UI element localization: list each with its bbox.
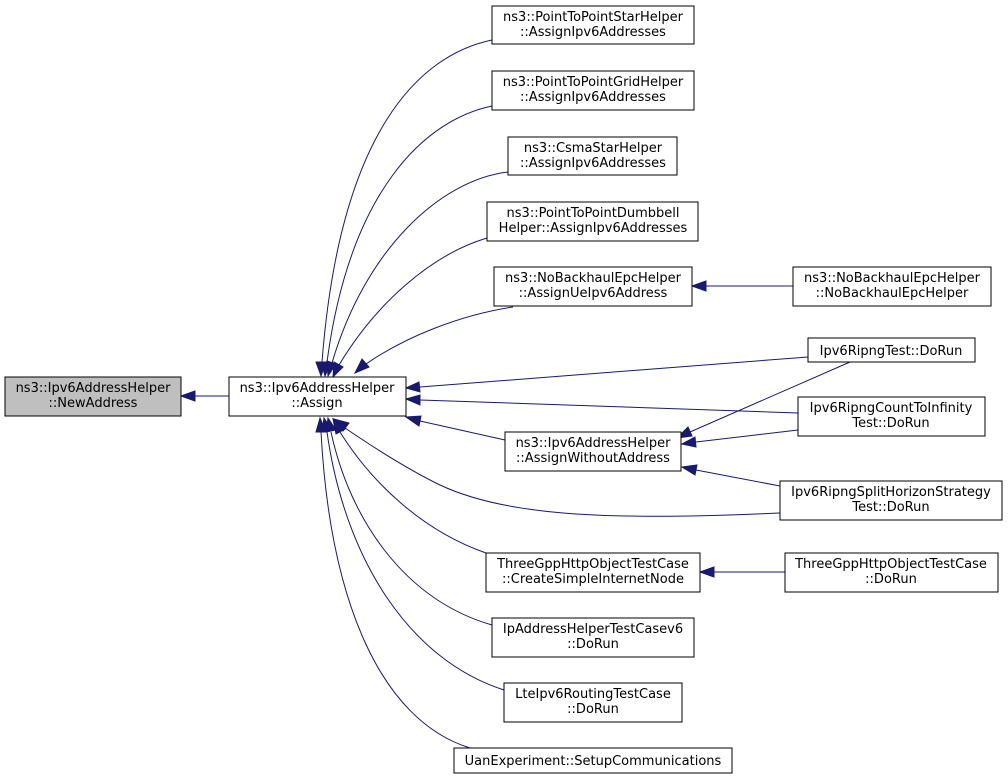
svg-text:ns3::PointToPointGridHelper: ns3::PointToPointGridHelper bbox=[503, 75, 684, 90]
svg-text:Ipv6RipngTest::DoRun: Ipv6RipngTest::DoRun bbox=[820, 344, 963, 359]
svg-text:UanExperiment::SetupCommunicat: UanExperiment::SetupCommunications bbox=[465, 754, 722, 769]
node-csmastar-assignipv6[interactable]: ns3::CsmaStarHelper ::AssignIpv6Addresse… bbox=[507, 136, 678, 176]
node-http-dorun[interactable]: ThreeGppHttpObjectTestCase ::DoRun bbox=[784, 552, 999, 593]
svg-text:ns3::NoBackhaulEpcHelper: ns3::NoBackhaulEpcHelper bbox=[804, 271, 981, 286]
edge-nobackhaul-to-assign bbox=[353, 306, 514, 374]
svg-text:ThreeGppHttpObjectTestCase: ThreeGppHttpObjectTestCase bbox=[794, 557, 987, 572]
svg-text:ns3::NoBackhaulEpcHelper: ns3::NoBackhaulEpcHelper bbox=[505, 271, 682, 286]
svg-text:::AssignUeIpv6Address: ::AssignUeIpv6Address bbox=[519, 286, 668, 301]
node-assignwithout[interactable]: ns3::Ipv6AddressHelper ::AssignWithoutAd… bbox=[504, 431, 682, 472]
edge-uan-to-assign bbox=[315, 416, 471, 749]
node-ripngtest-dorun[interactable]: Ipv6RipngTest::DoRun bbox=[807, 337, 976, 363]
node-p2pgrid-assignipv6[interactable]: ns3::PointToPointGridHelper ::AssignIpv6… bbox=[491, 70, 695, 111]
edge-csmastar-to-assign bbox=[326, 171, 509, 378]
node-ripngsplit-dorun[interactable]: Ipv6RipngSplitHorizonStrategy Test::DoRu… bbox=[779, 480, 1003, 521]
node-assign[interactable]: ns3::Ipv6AddressHelper ::Assign bbox=[228, 376, 407, 417]
edge-lterouting-to-assign bbox=[321, 416, 505, 691]
node-p2pdumbbell-assignipv6[interactable]: ns3::PointToPointDumbbell Helper::Assign… bbox=[486, 201, 699, 242]
svg-text:::AssignIpv6Addresses: ::AssignIpv6Addresses bbox=[520, 25, 666, 40]
svg-text:::AssignIpv6Addresses: ::AssignIpv6Addresses bbox=[520, 156, 666, 171]
node-http-createnode[interactable]: ThreeGppHttpObjectTestCase ::CreateSimpl… bbox=[485, 552, 701, 593]
edge-httpdorun-to-httpcreate bbox=[698, 566, 785, 578]
svg-text:ns3::Ipv6AddressHelper: ns3::Ipv6AddressHelper bbox=[240, 381, 396, 396]
svg-text:ns3::Ipv6AddressHelper: ns3::Ipv6AddressHelper bbox=[16, 381, 172, 396]
edge-ripngcti-to-assign bbox=[404, 394, 799, 414]
svg-text:::DoRun: ::DoRun bbox=[567, 702, 619, 717]
node-ripngcti-dorun[interactable]: Ipv6RipngCountToInfinity Test::DoRun bbox=[797, 396, 986, 437]
edge-httpcreate-to-assign bbox=[332, 417, 487, 554]
edge-p2pdumbbell-to-assign bbox=[332, 237, 488, 379]
svg-text:ThreeGppHttpObjectTestCase: ThreeGppHttpObjectTestCase bbox=[496, 557, 689, 572]
svg-text:::CreateSimpleInternetNode: ::CreateSimpleInternetNode bbox=[502, 572, 684, 587]
svg-text:::NewAddress: ::NewAddress bbox=[49, 396, 138, 411]
svg-text:ns3::PointToPointStarHelper: ns3::PointToPointStarHelper bbox=[503, 10, 684, 25]
node-nobackhaul-assignue[interactable]: ns3::NoBackhaulEpcHelper ::AssignUeIpv6A… bbox=[493, 266, 693, 307]
svg-text:::Assign: ::Assign bbox=[291, 396, 342, 411]
svg-text:ns3::Ipv6AddressHelper: ns3::Ipv6AddressHelper bbox=[516, 436, 672, 451]
svg-text:LteIpv6RoutingTestCase: LteIpv6RoutingTestCase bbox=[515, 687, 671, 702]
node-newaddress[interactable]: ns3::Ipv6AddressHelper ::NewAddress bbox=[4, 376, 182, 417]
node-ipaddrv6-dorun[interactable]: IpAddressHelperTestCasev6 ::DoRun bbox=[491, 617, 695, 658]
svg-text:::AssignWithoutAddress: ::AssignWithoutAddress bbox=[516, 451, 670, 466]
svg-text:::DoRun: ::DoRun bbox=[865, 572, 917, 587]
svg-text:ns3::PointToPointDumbbell: ns3::PointToPointDumbbell bbox=[507, 206, 680, 221]
node-p2pstar-assignipv6[interactable]: ns3::PointToPointStarHelper ::AssignIpv6… bbox=[491, 5, 695, 45]
node-nobackhaul-ctor[interactable]: ns3::NoBackhaulEpcHelper ::NoBackhaulEpc… bbox=[792, 266, 992, 307]
edge-p2pstar-to-assign bbox=[315, 39, 493, 378]
edge-assignwithout-to-assign bbox=[404, 415, 506, 441]
svg-text:Ipv6RipngCountToInfinity: Ipv6RipngCountToInfinity bbox=[810, 401, 973, 416]
node-lterouting-dorun[interactable]: LteIpv6RoutingTestCase ::DoRun bbox=[503, 682, 683, 723]
svg-text:::NoBackhaulEpcHelper: ::NoBackhaulEpcHelper bbox=[816, 286, 969, 301]
svg-text:Helper::AssignIpv6Addresses: Helper::AssignIpv6Addresses bbox=[499, 221, 688, 236]
svg-text:Test::DoRun: Test::DoRun bbox=[851, 416, 929, 431]
edge-ripngcti-to-assignwithout bbox=[680, 429, 799, 448]
svg-text:IpAddressHelperTestCasev6: IpAddressHelperTestCasev6 bbox=[503, 622, 683, 637]
edge-p2pgrid-to-assign bbox=[320, 105, 493, 378]
svg-text:::AssignIpv6Addresses: ::AssignIpv6Addresses bbox=[520, 90, 666, 105]
edge-nobackhaulctor-to-assignue bbox=[690, 280, 793, 292]
svg-text:Test::DoRun: Test::DoRun bbox=[851, 500, 929, 515]
svg-text:Ipv6RipngSplitHorizonStrategy: Ipv6RipngSplitHorizonStrategy bbox=[791, 485, 991, 500]
node-uan-setupcomms[interactable]: UanExperiment::SetupCommunications bbox=[453, 747, 733, 774]
edge-assign-to-newaddress bbox=[179, 390, 229, 402]
edge-ripngsplit-to-assignwithout bbox=[680, 464, 781, 487]
edge-ripngtest-to-assign bbox=[404, 356, 809, 393]
svg-text:::DoRun: ::DoRun bbox=[567, 637, 619, 652]
svg-text:ns3::CsmaStarHelper: ns3::CsmaStarHelper bbox=[524, 141, 663, 156]
